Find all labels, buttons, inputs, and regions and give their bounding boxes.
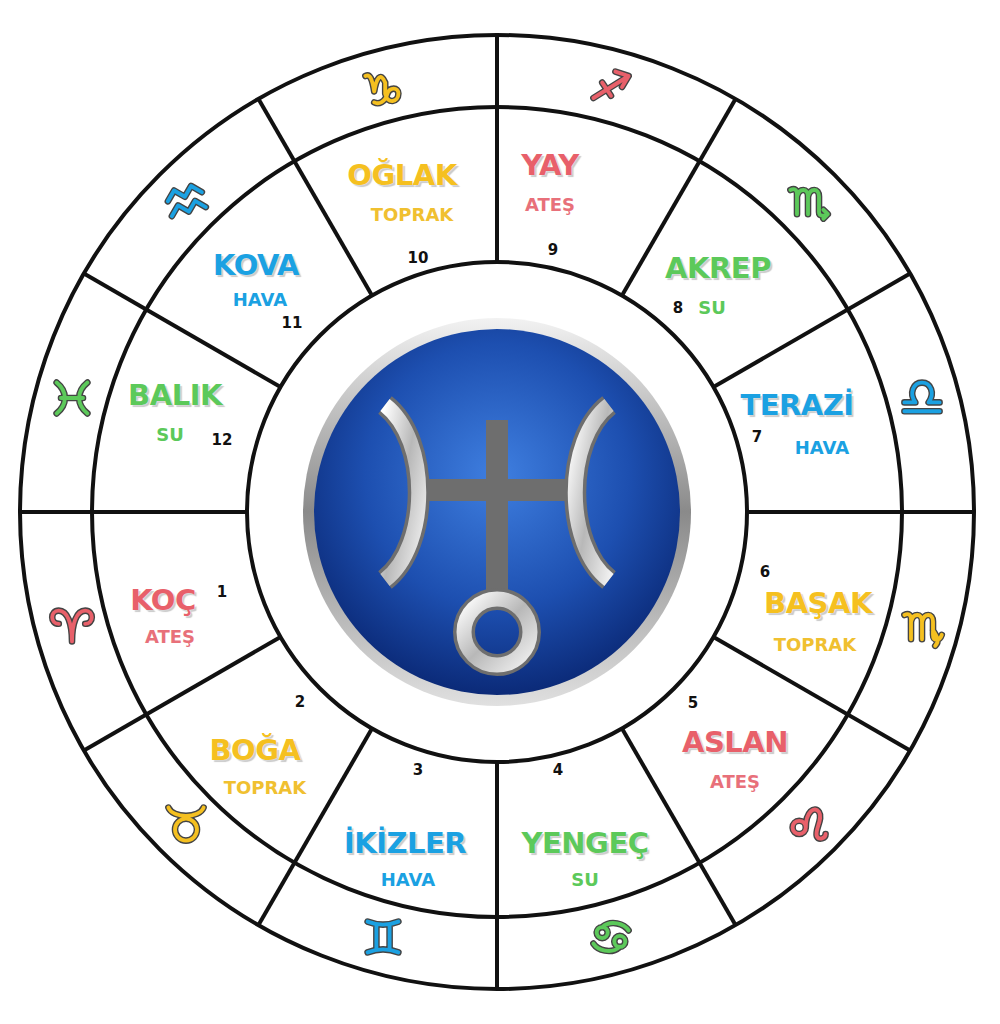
house-number: 12: [212, 433, 233, 448]
cancer-glyph: [593, 923, 628, 951]
sign-name: YAY: [521, 151, 578, 180]
sign-name: KOVA: [213, 250, 299, 279]
element-name: ATEŞ: [525, 196, 575, 214]
outer-ring: [20, 35, 974, 989]
zodiac-sector: KOVA HAVA 11: [146, 161, 372, 387]
zodiac-glyphs: [52, 72, 942, 953]
element-name: HAVA: [795, 439, 849, 457]
zodiac-sector: ASLAN ATEŞ 5: [622, 637, 848, 863]
sign-name: KOÇ: [130, 586, 196, 615]
element-name: ATEŞ: [145, 628, 195, 646]
zodiac-sector: BALIK SU 12: [92, 310, 280, 513]
pisces-glyph: [57, 383, 88, 414]
sagittarius-glyph: [593, 72, 628, 98]
zodiac-sector: TERAZİ HAVA 7: [714, 310, 902, 513]
uranus-symbol: [385, 405, 609, 665]
house-number: 1: [217, 585, 227, 600]
house-number: 11: [282, 315, 303, 330]
aquarius-glyph: [166, 184, 206, 216]
zodiac-sector: BAŞAK TOPRAK 6: [714, 512, 902, 715]
aries-glyph: [52, 611, 92, 642]
element-name: SU: [156, 426, 184, 444]
zodiac-sector: BOĞA TOPRAK 2: [146, 637, 372, 863]
house-number: 5: [688, 696, 698, 711]
element-name: TOPRAK: [224, 779, 307, 797]
libra-glyph: [904, 383, 939, 412]
virgo-glyph: [904, 614, 941, 646]
disc-rim: [303, 318, 691, 706]
zodiac-sector: YAY ATEŞ 9: [497, 107, 700, 295]
house-number: 8: [673, 300, 683, 315]
house-number: 4: [553, 762, 563, 777]
blue-disc: [314, 329, 680, 695]
house-number: 3: [413, 762, 423, 777]
capricorn-glyph: [365, 75, 398, 103]
element-name: TOPRAK: [371, 206, 454, 224]
zodiac-sector: YENGEÇ SU 4: [497, 729, 700, 917]
element-name: TOPRAK: [774, 636, 857, 654]
sign-name: BALIK: [128, 381, 222, 410]
zodiac-sector: OĞLAK TOPRAK 10: [295, 107, 498, 295]
house-number: 7: [752, 430, 762, 445]
inner-ring: [247, 262, 747, 762]
scorpio-glyph: [790, 189, 827, 218]
house-number: 2: [295, 695, 305, 710]
sign-name: BOĞA: [209, 736, 300, 765]
sign-name: TERAZİ: [740, 391, 853, 420]
sign-name: OĞLAK: [347, 161, 456, 190]
element-name: SU: [698, 299, 726, 317]
zodiac-sector: AKREP SU 8: [622, 161, 848, 387]
sign-name: İKİZLER: [344, 828, 466, 857]
house-number: 6: [760, 565, 770, 580]
gemini-glyph: [368, 922, 399, 953]
sign-name: BAŞAK: [764, 589, 872, 618]
sign-name: AKREP: [665, 253, 771, 282]
house-number: 10: [408, 251, 429, 266]
element-name: ATEŞ: [710, 773, 760, 791]
taurus-glyph: [168, 808, 203, 841]
zodiac-sector: İKİZLER HAVA 3: [295, 729, 498, 917]
element-name: HAVA: [381, 871, 435, 889]
zodiac-sector: KOÇ ATEŞ 1: [92, 512, 280, 715]
element-name: SU: [571, 871, 599, 889]
element-name: HAVA: [233, 291, 287, 309]
sign-name: YENGEÇ: [522, 828, 649, 857]
house-number: 9: [548, 243, 558, 258]
sector-dividers: [20, 35, 974, 989]
leo-glyph: [793, 809, 826, 838]
sign-name: ASLAN: [682, 728, 788, 757]
